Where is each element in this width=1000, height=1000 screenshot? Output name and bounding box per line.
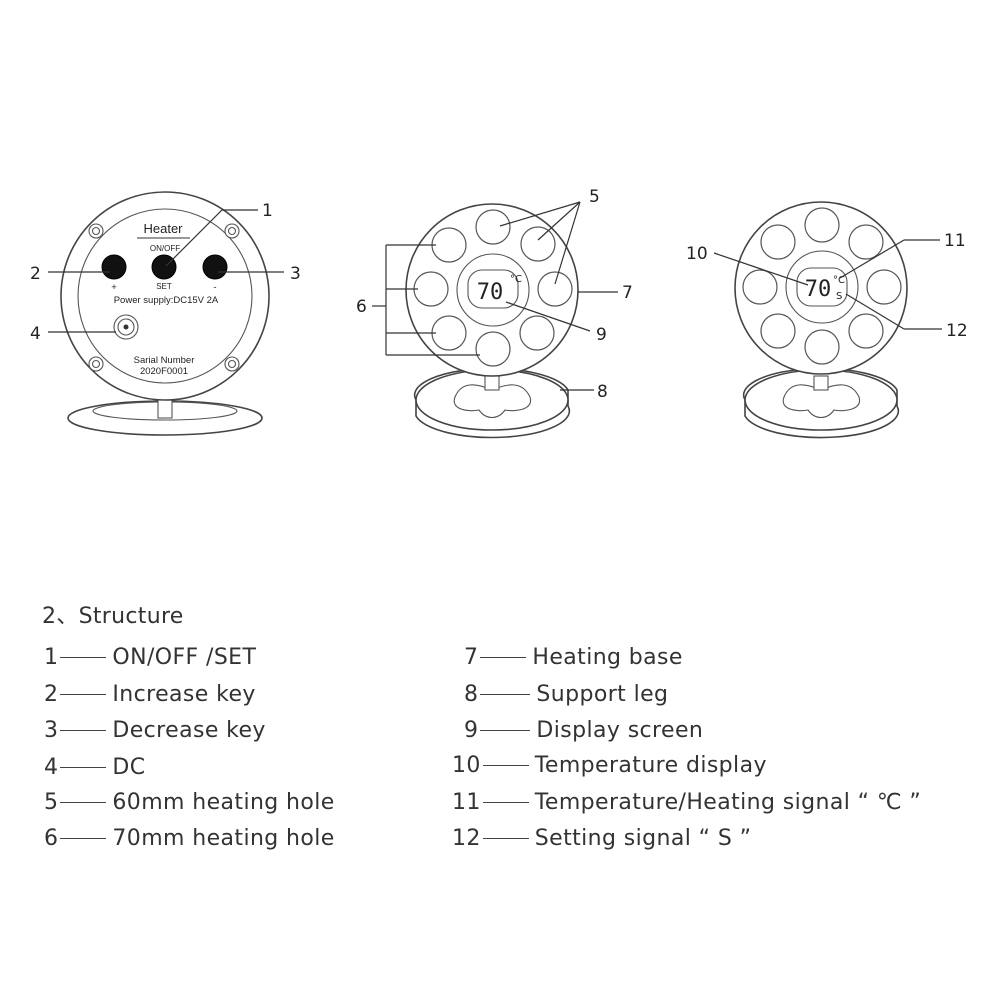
- heating-hole-60mm: [520, 226, 556, 262]
- legend-text: Decrease key: [112, 718, 266, 743]
- legend-text: Temperature/Heating signal “ ℃ ”: [534, 790, 922, 815]
- legend-text: Temperature display: [534, 753, 767, 778]
- legend-text: 70mm heating hole: [112, 826, 335, 851]
- legend-item: 6 70mm heating hole: [44, 826, 335, 851]
- legend-number: 3: [44, 718, 59, 743]
- callout-5: 5: [589, 187, 600, 207]
- rear-inner-plate: [77, 208, 253, 384]
- legend-number: 5: [44, 790, 59, 815]
- front-view: 70 °C: [405, 203, 579, 439]
- increase-key[interactable]: [101, 254, 127, 280]
- legend-item: 8 Support leg: [464, 682, 668, 707]
- callout-1: 1: [262, 201, 273, 221]
- decrease-key[interactable]: [202, 254, 228, 280]
- callout-9: 9: [596, 325, 607, 345]
- legend-item: 11 Temperature/Heating signal “ ℃ ”: [452, 790, 921, 815]
- serial-title: Sarial Number: [134, 355, 195, 366]
- front-stand-post-right: [813, 375, 829, 391]
- legend-text: Display screen: [536, 718, 704, 743]
- callout-leaders: [48, 201, 942, 391]
- front-view-indicators: 70 °C S: [734, 201, 908, 439]
- rear-view: Heater ON/OFF + SET - Power supply:DC15V…: [60, 191, 270, 436]
- legend-item: 4 DC: [44, 755, 146, 780]
- heating-hole-70mm: [475, 331, 511, 367]
- callout-12: 12: [946, 321, 968, 341]
- serial-value: 2020F0001: [140, 366, 188, 377]
- heating-hole: [848, 224, 884, 260]
- screw-icon: [88, 223, 104, 239]
- legend-number: 9: [464, 718, 479, 743]
- legend-text: DC: [112, 755, 146, 780]
- heating-hole-60mm: [519, 315, 555, 351]
- temperature-display: 70: [477, 280, 504, 305]
- legend-number: 8: [464, 682, 479, 707]
- legend-text: 60mm heating hole: [112, 790, 335, 815]
- legend-text: Increase key: [112, 682, 256, 707]
- legend-text: Heating base: [532, 645, 683, 670]
- callout-6: 6: [356, 297, 367, 317]
- screw-icon: [224, 223, 240, 239]
- set-label: SET: [156, 282, 172, 291]
- screw-icon: [88, 356, 104, 372]
- legend-item: 12 Setting signal “ S ”: [452, 826, 751, 851]
- legend-number: 10: [452, 753, 481, 778]
- onoff-set-key[interactable]: [151, 254, 177, 280]
- legend-item: 1 ON/OFF /SET: [44, 645, 256, 670]
- legend-number: 6: [44, 826, 59, 851]
- legend-number: 7: [464, 645, 479, 670]
- legend-text: Setting signal “ S ”: [534, 826, 752, 851]
- callout-3: 3: [290, 264, 301, 284]
- callout-2: 2: [30, 264, 41, 284]
- heating-hole-60mm: [537, 271, 573, 307]
- legend-item: 10 Temperature display: [452, 753, 767, 778]
- legend-number: 4: [44, 755, 59, 780]
- display-screen: [467, 269, 519, 309]
- heating-hole: [866, 269, 902, 305]
- callout-11: 11: [944, 231, 966, 251]
- legend-title: 2、Structure: [42, 604, 184, 629]
- heating-hole: [760, 224, 796, 260]
- callout-7: 7: [622, 283, 633, 303]
- legend-text: ON/OFF /SET: [112, 645, 257, 670]
- legend-item: 9 Display screen: [464, 718, 703, 743]
- heating-hole: [848, 313, 884, 349]
- onoff-label: ON/OFF: [150, 244, 180, 253]
- legend-number: 12: [452, 826, 481, 851]
- minus-label: -: [213, 282, 216, 293]
- heater-label: Heater: [143, 221, 183, 236]
- callout-8: 8: [597, 382, 608, 402]
- callout-4: 4: [30, 324, 41, 344]
- legend-item: 5 60mm heating hole: [44, 790, 335, 815]
- legend-text: Support leg: [536, 682, 669, 707]
- screw-icon: [224, 356, 240, 372]
- celsius-signal-right: °C: [833, 275, 845, 286]
- legend-number: 2: [44, 682, 59, 707]
- heating-hole: [760, 313, 796, 349]
- power-supply-label: Power supply:DC15V 2A: [114, 295, 219, 306]
- legend-number: 11: [452, 790, 481, 815]
- heating-hole: [742, 269, 778, 305]
- display-screen-right: [796, 267, 848, 307]
- legend-number: 1: [44, 645, 59, 670]
- heating-hole: [804, 207, 840, 243]
- heating-hole: [804, 329, 840, 365]
- plus-label: +: [111, 282, 117, 293]
- legend-item: 3 Decrease key: [44, 718, 266, 743]
- legend-item: 7 Heating base: [464, 645, 683, 670]
- heating-hole-60mm: [475, 209, 511, 245]
- dc-jack-icon: [113, 314, 139, 340]
- setting-signal: S: [836, 291, 842, 302]
- celsius-signal: °C: [510, 274, 522, 285]
- temperature-display-right: 70: [805, 277, 832, 302]
- legend-item: 2 Increase key: [44, 682, 256, 707]
- callout-10: 10: [686, 244, 708, 264]
